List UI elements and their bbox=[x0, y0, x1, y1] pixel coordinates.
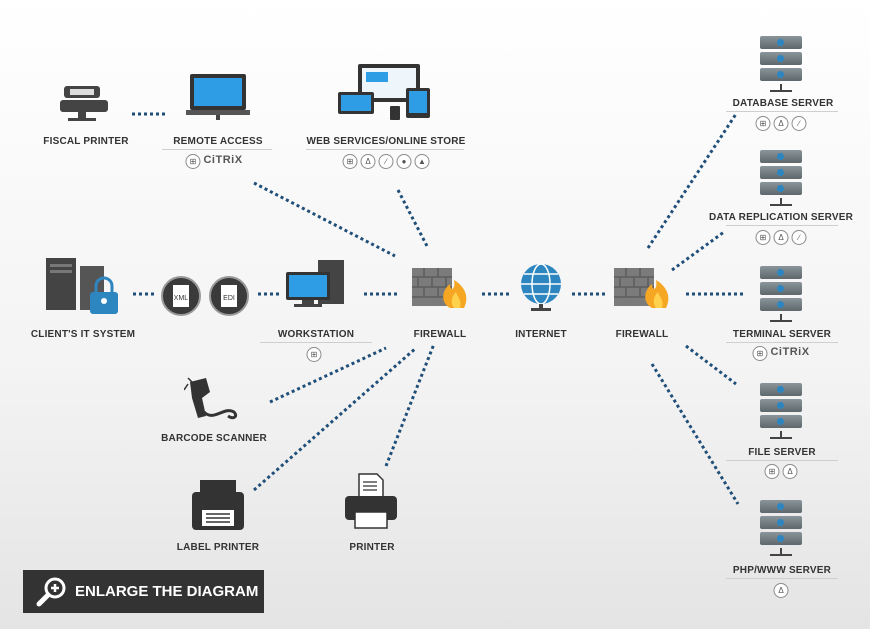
clients-it-system-label: CLIENT'S IT SYSTEM bbox=[30, 329, 136, 340]
remote-access-os-icons: ⊞ CiTRiX bbox=[185, 154, 242, 169]
database-server-icon bbox=[760, 36, 802, 92]
firewall-right-label: FIREWALL bbox=[615, 329, 669, 340]
remote-access-label: REMOTE ACCESS bbox=[173, 136, 263, 147]
divider bbox=[260, 342, 372, 343]
php-server-icon bbox=[760, 500, 802, 556]
file-server-label: FILE SERVER bbox=[748, 447, 816, 458]
windows-icon: ⊞ bbox=[764, 464, 780, 479]
data-replication-server-icon bbox=[760, 150, 802, 206]
laptop-icon bbox=[186, 74, 250, 120]
divider bbox=[726, 578, 838, 579]
windows-icon: ⊞ bbox=[755, 230, 771, 245]
devices-icon bbox=[338, 64, 430, 120]
label-printer-icon bbox=[192, 480, 244, 530]
linux-icon: Δ bbox=[773, 116, 789, 131]
xml-file-icon: XML bbox=[161, 276, 201, 316]
divider bbox=[726, 225, 838, 226]
connection-line bbox=[650, 363, 740, 505]
workstation-os-icons: ⊞ bbox=[306, 347, 322, 362]
barcode-scanner-icon bbox=[184, 377, 238, 420]
windows-icon: ⊞ bbox=[185, 154, 201, 169]
globe-icon bbox=[521, 263, 561, 311]
label-printer-label: LABEL PRINTER bbox=[176, 542, 260, 553]
divider bbox=[162, 149, 272, 150]
terminal-server-os-icons: ⊞ CiTRiX bbox=[752, 346, 809, 361]
apple-icon: ● bbox=[396, 154, 412, 169]
freebsd-icon: ∕ bbox=[791, 230, 807, 245]
data-replication-os-icons: ⊞Δ∕ bbox=[755, 230, 807, 245]
connection-line bbox=[646, 113, 738, 249]
database-server-os-icons: ⊞Δ∕ bbox=[755, 116, 807, 131]
terminal-server-icon bbox=[760, 266, 802, 322]
web-services-os-icons: ⊞Δ∕●▲ bbox=[342, 154, 430, 169]
fiscal-printer-icon bbox=[60, 86, 108, 121]
connection-line bbox=[253, 181, 396, 258]
workstation-icon bbox=[286, 260, 344, 307]
barcode-scanner-label: BARCODE SCANNER bbox=[161, 433, 267, 444]
divider bbox=[726, 342, 838, 343]
linux-icon: Δ bbox=[782, 464, 798, 479]
linux-icon: Δ bbox=[773, 583, 789, 598]
windows-icon: ⊞ bbox=[306, 347, 322, 362]
data-replication-server-label: DATA REPLICATION SERVER bbox=[708, 212, 854, 223]
divider bbox=[306, 149, 464, 150]
linux-icon: Δ bbox=[360, 154, 376, 169]
edi-file-icon: EDI bbox=[209, 276, 249, 316]
internet-label: INTERNET bbox=[515, 329, 567, 340]
windows-icon: ⊞ bbox=[342, 154, 358, 169]
firewall-icon bbox=[412, 268, 467, 308]
firewall-left-label: FIREWALL bbox=[413, 329, 467, 340]
database-server-label: DATABASE SERVER bbox=[732, 98, 834, 109]
freebsd-icon: ∕ bbox=[791, 116, 807, 131]
connection-line bbox=[396, 189, 430, 249]
connection-line bbox=[671, 230, 725, 272]
edi-badge-text: EDI bbox=[223, 295, 235, 302]
connection-line bbox=[685, 344, 737, 386]
windows-icon: ⊞ bbox=[752, 346, 768, 361]
enlarge-diagram-label: ENLARGE THE DIAGRAM bbox=[75, 583, 259, 600]
divider bbox=[726, 111, 838, 112]
printer-icon bbox=[345, 473, 397, 529]
terminal-server-label: TERMINAL SERVER bbox=[732, 329, 832, 340]
linux-icon: Δ bbox=[773, 230, 789, 245]
enlarge-diagram-button[interactable]: ENLARGE THE DIAGRAM bbox=[23, 570, 264, 613]
web-services-label: WEB SERVICES/ONLINE STORE bbox=[306, 136, 466, 147]
freebsd-icon: ∕ bbox=[378, 154, 394, 169]
workstation-label: WORKSTATION bbox=[277, 329, 355, 340]
connection-line bbox=[269, 346, 387, 404]
firewall-icon bbox=[614, 268, 669, 308]
citrix-logo: CiTRiX bbox=[203, 154, 243, 166]
php-server-os-icons: Δ bbox=[773, 583, 789, 598]
android-icon: ▲ bbox=[414, 154, 430, 169]
citrix-logo: CiTRiX bbox=[770, 346, 810, 358]
zoom-in-icon bbox=[36, 577, 66, 606]
connection-line bbox=[253, 346, 417, 492]
server-tower-lock-icon bbox=[46, 258, 118, 314]
divider bbox=[726, 460, 838, 461]
php-server-label: PHP/WWW SERVER bbox=[732, 565, 832, 576]
fiscal-printer-label: FISCAL PRINTER bbox=[43, 136, 129, 147]
file-server-os-icons: ⊞Δ bbox=[764, 464, 798, 479]
xml-badge-text: XML bbox=[174, 295, 189, 302]
connection-line bbox=[384, 343, 436, 467]
file-server-icon bbox=[760, 383, 802, 439]
printer-label: PRINTER bbox=[349, 542, 395, 553]
windows-icon: ⊞ bbox=[755, 116, 771, 131]
